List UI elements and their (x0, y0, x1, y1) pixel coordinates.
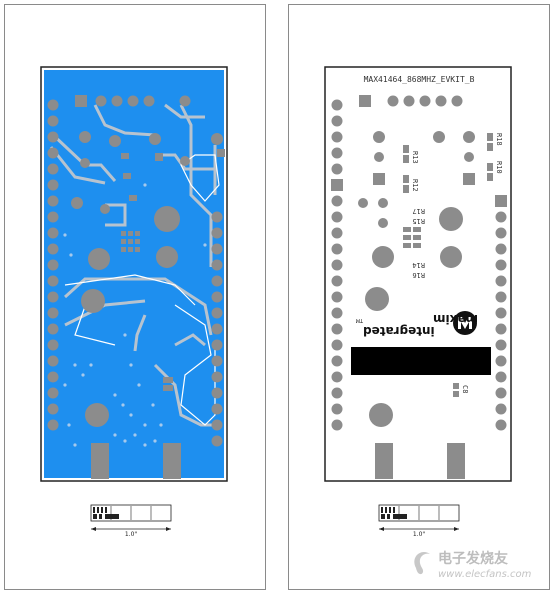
label-c8: C8 (461, 385, 469, 393)
label-r13: R13 (411, 151, 419, 164)
scale-bar (90, 504, 172, 531)
inner-pads (358, 131, 493, 397)
sma-pad-right (447, 443, 465, 479)
bottom-layer-drawing: MAX41464_868MHZ_EVKIT_B (324, 66, 512, 538)
sma-pad-right (163, 443, 181, 479)
scale-label: 1.0" (413, 531, 426, 538)
scale-bar (378, 504, 460, 531)
label-bar (351, 347, 491, 375)
board-id: MAX41464_868MHZ_EVKIT_B (364, 75, 475, 84)
label-r14: R14 (412, 261, 425, 269)
label-r12: R12 (411, 179, 419, 192)
bottom-layer-panel: MAX41464_868MHZ_EVKIT_B (288, 4, 550, 590)
right-pad-column (495, 195, 507, 431)
label-r15: R15 (412, 217, 425, 225)
top-header-pads (75, 95, 191, 107)
copper-pour (44, 70, 224, 478)
watermark-logo-icon (414, 551, 430, 575)
scale-label: 1.0" (125, 531, 138, 538)
board-outline (324, 66, 512, 482)
label-r18: R18 (495, 133, 503, 146)
label-r16: R16 (412, 271, 425, 279)
top-layer-drawing: 1.0" (40, 66, 228, 538)
vias (63, 183, 207, 447)
label-r17: R17 (412, 207, 425, 215)
maxim-integrated-logo: maxim integrated TM (356, 311, 478, 338)
svg-text:maxim: maxim (433, 312, 478, 326)
svg-text:www.elecfans.com: www.elecfans.com (438, 569, 532, 580)
top-layer-panel: 1.0" (4, 4, 266, 590)
left-pad-column (331, 99, 343, 431)
sma-pad-left (375, 443, 393, 479)
svg-text:电子发烧友: 电子发烧友 (438, 550, 508, 567)
right-pad-column (211, 211, 223, 447)
large-pads (81, 206, 180, 427)
label-r10: R10 (495, 161, 503, 174)
sma-pad-left (91, 443, 109, 479)
svg-text:TM: TM (356, 317, 364, 323)
left-pad-column (47, 99, 59, 431)
elecfans-watermark: 电子发烧友 www.elecfans.com (414, 550, 532, 580)
large-pads (365, 207, 463, 427)
svg-text:integrated: integrated (363, 324, 435, 338)
misc-pads (71, 131, 225, 391)
top-header-pads (359, 95, 463, 107)
